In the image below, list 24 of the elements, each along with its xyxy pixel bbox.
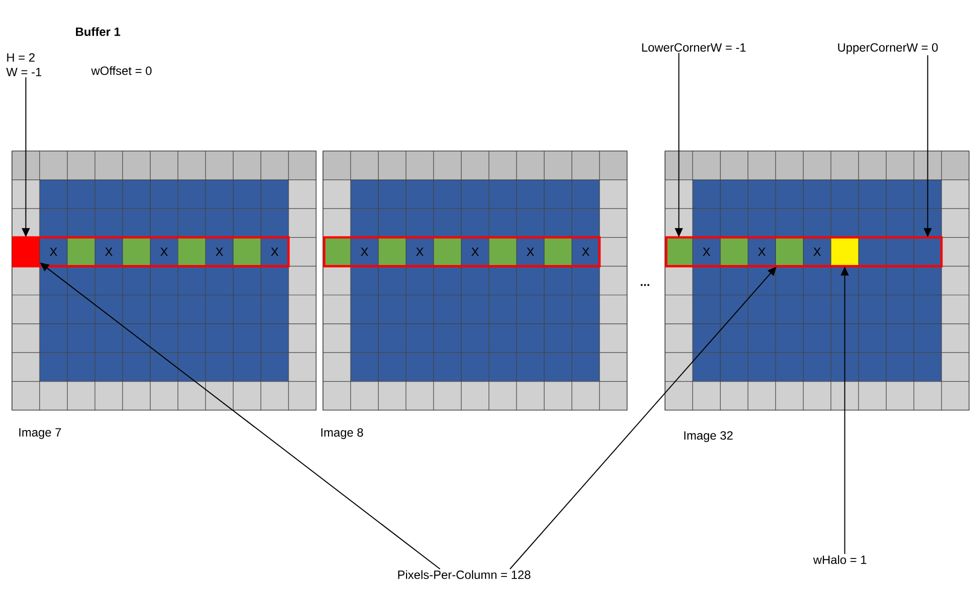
cell-mark: X (471, 248, 479, 256)
heading: Buffer 1 (76, 27, 120, 36)
cell-mark: X (105, 248, 113, 256)
cell-mark: X (813, 248, 821, 256)
image-caption: Image 8 (321, 428, 364, 440)
arrow (510, 266, 776, 570)
annotation-text: H = 2 W = -1 (6, 53, 42, 76)
parameter-text: wOffset = 0 (91, 66, 152, 75)
cell-mark: X (360, 248, 368, 256)
pixel-cell (775, 237, 804, 266)
cell-mark: X (270, 248, 278, 256)
cell-mark: X (582, 248, 590, 256)
pixel-cell (830, 237, 859, 266)
annotation-text: wHalo = 1 (813, 555, 866, 564)
cell-mark: X (216, 248, 224, 256)
cell-mark: X (416, 248, 424, 256)
annotation-text: Pixels-Per-Column = 128 (398, 570, 530, 580)
image-caption: Image 32 (684, 431, 733, 442)
annotation-text: UpperCornerW = 0 (838, 43, 938, 54)
ellipsis: ... (640, 284, 650, 286)
image-caption: Image 7 (19, 428, 61, 439)
cell-mark: X (160, 248, 168, 256)
cell-mark: X (526, 248, 534, 256)
annotation-text: LowerCornerW = -1 (642, 43, 746, 52)
